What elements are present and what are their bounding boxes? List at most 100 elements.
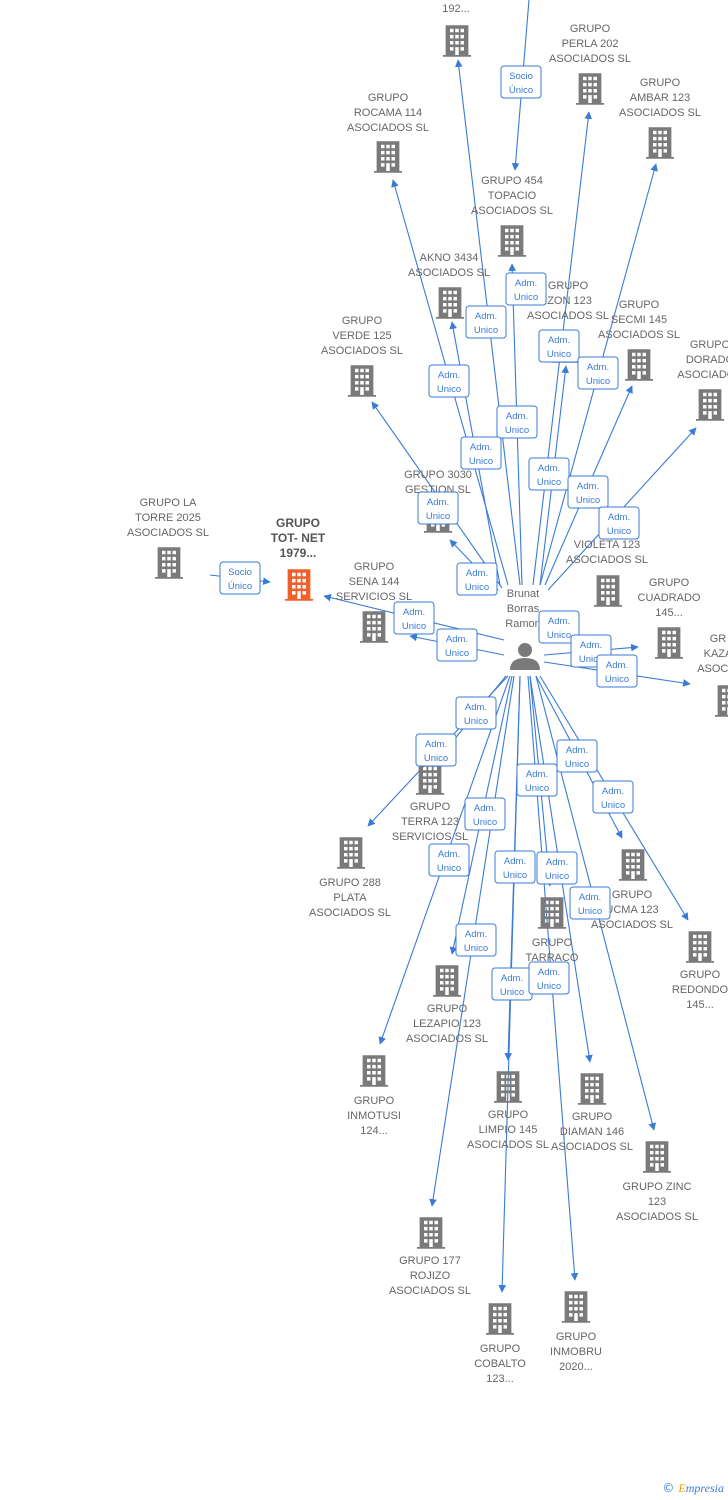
company-label: INMOTUSI xyxy=(347,1110,401,1122)
person-label: Borras xyxy=(507,603,540,615)
company-label: PLATA xyxy=(333,892,367,904)
edge-label-text: Adm. xyxy=(577,481,599,492)
edge-label-text: Unico xyxy=(586,376,610,387)
edge-label-text: Unico xyxy=(576,495,600,506)
adm-unico-label: Adm.Unico xyxy=(516,763,558,797)
focus-company-label: TOT- NET xyxy=(271,531,326,545)
edge-label-text: Unico xyxy=(474,325,498,336)
building-icon xyxy=(416,763,444,795)
company-label: ASOCIADOS SL xyxy=(471,205,553,217)
edge-label-text: Único xyxy=(509,85,533,96)
company-label: ROCAMA 114 xyxy=(354,107,422,119)
person-label: Ramon xyxy=(505,618,540,630)
edge-label-text: Adm. xyxy=(526,769,548,780)
building-icon xyxy=(576,73,604,105)
company-node-cuadrado[interactable]: GRUPOCUADRADO145... xyxy=(638,577,701,659)
building-icon xyxy=(578,1073,606,1105)
company-label: GRUPO xyxy=(410,801,451,813)
adm-unico-label: Adm.Unico xyxy=(538,329,580,363)
company-label: COBALTO xyxy=(474,1358,526,1370)
company-label: ASOCIADOS SL xyxy=(309,907,391,919)
company-node-cobalto[interactable]: GRUPOCOBALTO123... xyxy=(474,1303,526,1385)
edge-label-text: Unico xyxy=(537,477,561,488)
edge-label-text: Unico xyxy=(464,943,488,954)
company-label: GRUPO xyxy=(619,299,660,311)
company-label: LEZAPIO 123 xyxy=(413,1018,481,1030)
adm-unico-label: Adm.Unico xyxy=(538,610,580,644)
adm-unico-label: Adm. Unico xyxy=(567,475,609,509)
building-icon xyxy=(562,1291,590,1323)
edge-label-text: Unico xyxy=(424,753,448,764)
company-label: ASOCIADOS SL xyxy=(549,53,631,65)
company-label: GRUPO xyxy=(680,969,721,981)
edge-label-text: Adm. xyxy=(465,702,487,713)
brand-name: mpresia xyxy=(685,1481,724,1495)
company-label: 145... xyxy=(686,999,714,1011)
edge-label-text: Adm. xyxy=(538,967,560,978)
building-icon xyxy=(433,965,461,997)
edge-label-text: Unico xyxy=(547,630,571,641)
company-node-inmobru[interactable]: GRUPOINMOBRU2020... xyxy=(550,1291,602,1373)
edge-label-text: Adm. xyxy=(515,278,537,289)
company-label: TORRE 2025 xyxy=(135,512,201,524)
adm-unico-label: Adm.Unico xyxy=(528,961,570,995)
building-icon xyxy=(360,1055,388,1087)
building-icon xyxy=(625,349,653,381)
edge-label-text: Adm. xyxy=(579,892,601,903)
company-label: GRUPO xyxy=(342,315,383,327)
company-node-inmotusi[interactable]: GRUPOINMOTUSI124... xyxy=(347,1055,401,1137)
edge-label-text: Unico xyxy=(445,648,469,659)
edge-labels-layer: Adm.UnicoAdm.UnicoAdm.UnicoAdm.UnicoAdm.… xyxy=(219,65,640,1001)
adm-unico-label: Adm.Unico xyxy=(393,601,435,635)
company-label: SERVICIOS SL xyxy=(336,591,412,603)
company-label: ASOCIA xyxy=(697,663,728,675)
edge-label-text: Unico xyxy=(545,871,569,882)
company-label: GRUPO xyxy=(427,1003,468,1015)
edge-label-text: Adm. xyxy=(465,929,487,940)
company-node-dorado[interactable]: GRUPODORADOASOCIADOS xyxy=(677,339,728,421)
edge-label-text: Adm. xyxy=(474,803,496,814)
company-node-redondo[interactable]: GRUPOREDONDO145... xyxy=(672,931,728,1011)
edge-label-text: Unico xyxy=(607,526,631,537)
company-label: GRUPO LA xyxy=(140,497,198,509)
company-label: GRUPO 3030 xyxy=(404,469,472,481)
company-label: AKNO 3434 xyxy=(420,252,479,264)
company-label: ASOCIADOS xyxy=(677,369,728,381)
edge-label-text: Adm. xyxy=(538,463,560,474)
adm-unico-label: Adm.Unico xyxy=(596,654,638,688)
company-label: TOPACIO xyxy=(488,190,537,202)
edge-label-text: Unico xyxy=(469,456,493,467)
company-label: SECMI 145 xyxy=(611,314,667,326)
building-icon xyxy=(360,611,388,643)
company-label: GRUPO xyxy=(640,77,681,89)
company-label: 145... xyxy=(655,607,683,619)
building-icon xyxy=(715,685,728,717)
company-label: LIMPIO 145 xyxy=(479,1124,538,1136)
company-node-kaza[interactable]: GRKAZAASOCIA xyxy=(697,633,728,717)
edge-label-text: Adm. xyxy=(403,607,425,618)
edge-label-text: Adm. xyxy=(548,335,570,346)
company-node-c192[interactable]: 192... xyxy=(442,3,471,57)
company-label: VERDE 125 xyxy=(332,330,391,342)
